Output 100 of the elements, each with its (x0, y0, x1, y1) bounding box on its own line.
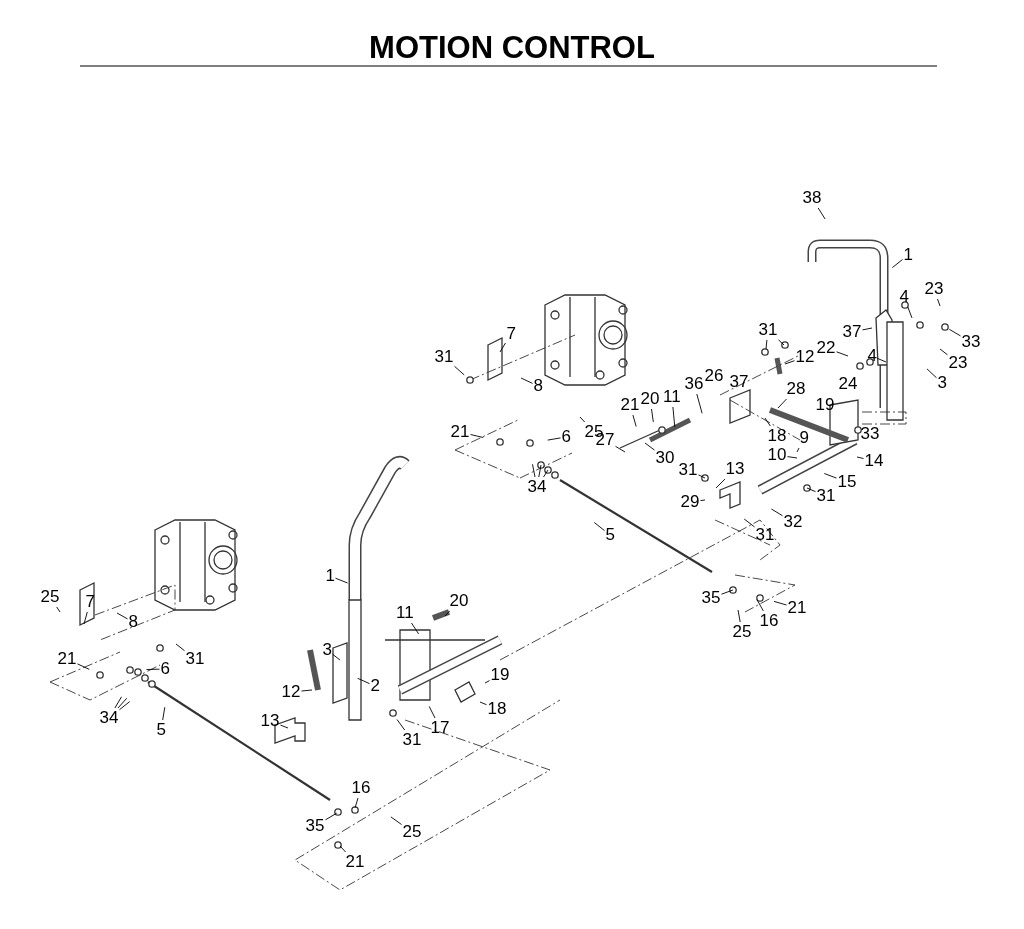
leader-line (765, 339, 768, 350)
callout-number: 5 (156, 721, 166, 739)
callout-number: 17 (430, 719, 450, 737)
leader-line (823, 473, 837, 479)
leader-line (470, 434, 484, 438)
leader-line (756, 599, 764, 612)
leader-line (615, 445, 626, 453)
callout-number: 12 (281, 683, 301, 701)
callout-number: 20 (640, 390, 660, 408)
callout-number: 3 (937, 374, 947, 392)
callout-number: 2 (370, 677, 380, 695)
leader-line (777, 398, 787, 409)
leader-line (390, 816, 402, 825)
leader-line (948, 328, 961, 337)
callout-number: 26 (704, 367, 724, 385)
leader-line (770, 508, 783, 517)
leader-line (116, 612, 128, 620)
callout-number: 16 (759, 612, 779, 630)
leader-line (715, 478, 726, 489)
callout-number: 21 (57, 650, 77, 668)
leader-line (499, 342, 506, 353)
callout-number: 19 (490, 666, 510, 684)
leader-line (784, 360, 795, 365)
callout-number: 31 (434, 348, 454, 366)
callout-number: 8 (533, 377, 543, 395)
leader-line (672, 406, 676, 428)
leader-line (796, 447, 800, 453)
leader-line (547, 437, 561, 441)
callout-number: 4 (867, 347, 877, 365)
leader-line (444, 610, 451, 617)
leader-line (926, 368, 937, 379)
leader-line (721, 589, 734, 595)
callout-number: 13 (260, 712, 280, 730)
callout-number: 31 (758, 321, 778, 339)
leader-line (862, 327, 873, 331)
callout-number: 31 (678, 461, 698, 479)
leader-line (836, 351, 849, 357)
leader-line (175, 643, 185, 652)
callout-number: 21 (787, 599, 807, 617)
leader-line (579, 416, 586, 423)
leader-line (396, 719, 406, 731)
leader-line (119, 701, 131, 711)
callout-number: 6 (160, 660, 170, 678)
callout-number: 34 (527, 478, 547, 496)
callout-number: 35 (701, 589, 721, 607)
callout-number: 14 (864, 452, 884, 470)
leader-line (56, 606, 61, 613)
leader-line (856, 456, 864, 459)
leader-line (146, 668, 160, 670)
leader-line (83, 611, 88, 625)
callout-number: 29 (680, 493, 700, 511)
callout-number: 23 (948, 354, 968, 372)
callout-number: 7 (506, 325, 516, 343)
callout-number: 31 (185, 650, 205, 668)
callout-number: 31 (816, 487, 836, 505)
leader-line (520, 377, 533, 384)
leader-line (778, 339, 785, 346)
callout-number: 28 (786, 380, 806, 398)
callout-number: 4 (899, 288, 909, 306)
leader-line (773, 600, 787, 606)
callout-number: 11 (663, 388, 681, 406)
leader-line (77, 663, 90, 670)
callout-number: 10 (767, 446, 787, 464)
leader-line (593, 522, 605, 532)
leader-line (532, 463, 536, 478)
leader-line (339, 845, 347, 853)
callout-number: 16 (351, 779, 371, 797)
callout-number: 1 (903, 246, 913, 264)
page-title: MOTION CONTROL (368, 30, 656, 66)
leader-line (479, 701, 487, 706)
callout-number: 6 (561, 428, 571, 446)
callout-number: 38 (802, 189, 822, 207)
callout-number: 18 (487, 700, 507, 718)
leader-line (743, 518, 755, 528)
callout-number: 36 (684, 375, 704, 393)
callout-number: 3 (322, 641, 332, 659)
callout-number: 30 (655, 449, 675, 467)
leader-line (737, 609, 741, 623)
callout-number: 13 (725, 460, 745, 478)
callout-number: 21 (345, 853, 365, 871)
callout-number: 1 (325, 567, 335, 585)
leader-line (806, 487, 816, 493)
callout-number: 21 (450, 423, 470, 441)
callout-number: 5 (605, 526, 615, 544)
callout-number: 25 (402, 823, 422, 841)
leader-line (411, 622, 420, 635)
leader-line (332, 653, 341, 661)
callout-number: 21 (620, 396, 640, 414)
leader-line (543, 469, 549, 478)
callout-number: 31 (755, 526, 775, 544)
callout-number: 33 (961, 333, 981, 351)
leader-line (644, 442, 655, 451)
callout-number: 8 (128, 613, 138, 631)
leader-line (700, 499, 706, 502)
leader-line (114, 696, 122, 709)
leader-line (428, 705, 436, 719)
callout-number: 20 (449, 592, 469, 610)
leader-line (817, 207, 826, 220)
leader-line (891, 259, 903, 269)
leader-line (335, 577, 349, 584)
